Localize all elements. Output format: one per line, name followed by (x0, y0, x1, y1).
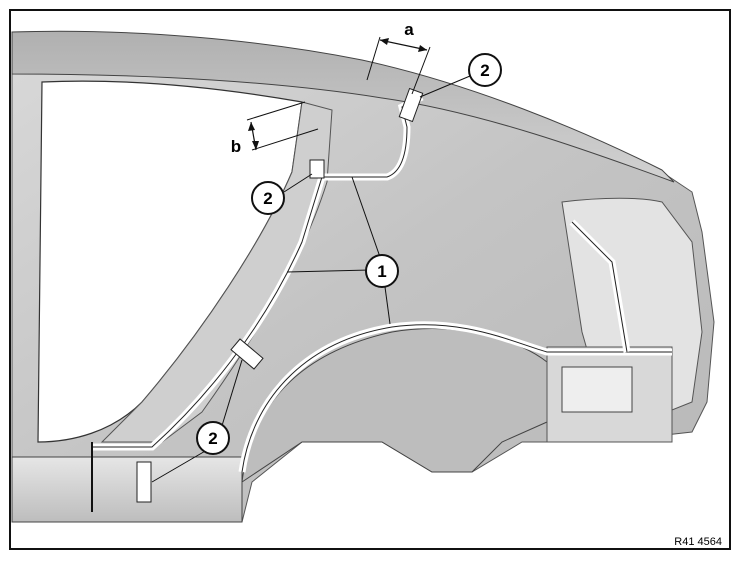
rear-panel-cutout (561, 366, 633, 413)
leader-1-a (286, 269, 371, 273)
patch-marker-top (398, 87, 424, 123)
svg-text:1: 1 (377, 262, 386, 281)
callout-1: 1 (365, 254, 399, 288)
svg-text:2: 2 (208, 429, 217, 448)
diagram-frame: 1 2 2 2 a b R41 4564 (9, 9, 731, 550)
cut-line-outline (92, 96, 423, 448)
patch-marker-bottom (136, 461, 152, 503)
leader-2-top (419, 75, 471, 98)
leader-2-left (283, 173, 313, 193)
dim-a-ext-left (366, 36, 381, 81)
svg-text:2: 2 (480, 61, 489, 80)
callout-2-top: 2 (468, 53, 502, 87)
callout-2-left: 2 (251, 181, 285, 215)
svg-text:2: 2 (263, 189, 272, 208)
leader-1-b (351, 176, 381, 258)
dim-a-ext-right (411, 46, 431, 95)
dim-a-label: a (404, 20, 414, 39)
patch-marker-left (309, 159, 325, 179)
body-panel-illustration: 1 2 2 2 a b R41 4564 (11, 20, 722, 548)
callout-2-bottom: 2 (196, 421, 230, 455)
dim-b-ext-top (246, 101, 306, 121)
dim-a-arrowhead-left (380, 38, 389, 45)
dim-b-label: b (231, 137, 241, 156)
dim-a-arrowhead-right (418, 45, 427, 52)
roof-rail (11, 30, 675, 183)
patch-marker-arch (230, 338, 264, 370)
leader-1-c (384, 286, 391, 325)
leader-2-bottom-a (151, 449, 208, 483)
rocker-sill (11, 456, 243, 523)
dim-b-ext-bottom (251, 128, 319, 151)
dim-b-arrowhead-top (248, 122, 255, 131)
cut-line-taillight-outline (571, 221, 628, 353)
reference-code: R41 4564 (674, 536, 722, 548)
cut-line-arch-outline (241, 324, 672, 473)
dim-b-arrowhead-bottom (252, 141, 259, 150)
